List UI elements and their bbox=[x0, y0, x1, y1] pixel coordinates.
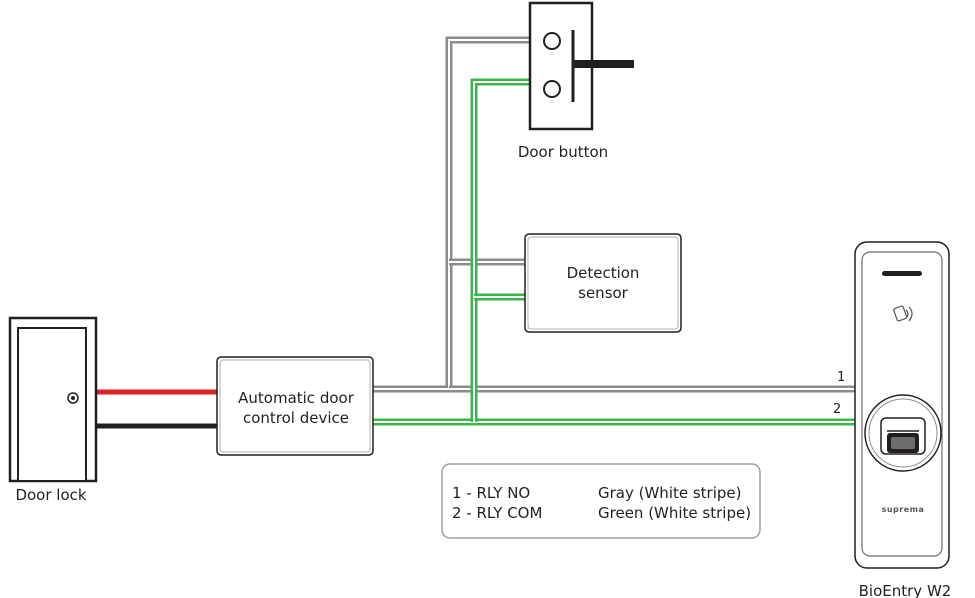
door-lock bbox=[8, 316, 98, 483]
detection-sensor bbox=[524, 233, 682, 333]
rfid-icon bbox=[893, 305, 913, 322]
door-lock-label: Door lock bbox=[15, 486, 86, 504]
green-wire-rly-com bbox=[373, 78, 855, 426]
fingerprint-sensor bbox=[864, 394, 942, 472]
legend bbox=[441, 463, 761, 539]
wire-number-2: 2 bbox=[833, 402, 841, 417]
device-brand-logo: suprema bbox=[882, 505, 925, 514]
legend-code-2: 2 - RLY COM bbox=[452, 504, 542, 522]
door-button bbox=[528, 1, 634, 131]
detection-sensor-label-line1: Detection bbox=[567, 264, 640, 282]
legend-color-1: Gray (White stripe) bbox=[598, 484, 742, 502]
legend-code-1: 1 - RLY NO bbox=[452, 484, 530, 502]
legend-color-2: Green (White stripe) bbox=[598, 504, 751, 522]
control-device-label-line2: control device bbox=[243, 409, 349, 427]
control-device-label-line1: Automatic door bbox=[238, 389, 355, 407]
door-button-label: Door button bbox=[518, 143, 608, 161]
device-label: BioEntry W2 bbox=[859, 582, 952, 598]
detection-sensor-label-line2: sensor bbox=[578, 284, 629, 302]
wires bbox=[96, 36, 855, 429]
automatic-door-control-device bbox=[216, 356, 374, 456]
wire-number-1: 1 bbox=[837, 370, 845, 385]
status-led-bar bbox=[882, 271, 922, 276]
gray-wire-rly-no bbox=[373, 36, 855, 393]
bioentry-w2-device: suprema bbox=[854, 241, 950, 569]
